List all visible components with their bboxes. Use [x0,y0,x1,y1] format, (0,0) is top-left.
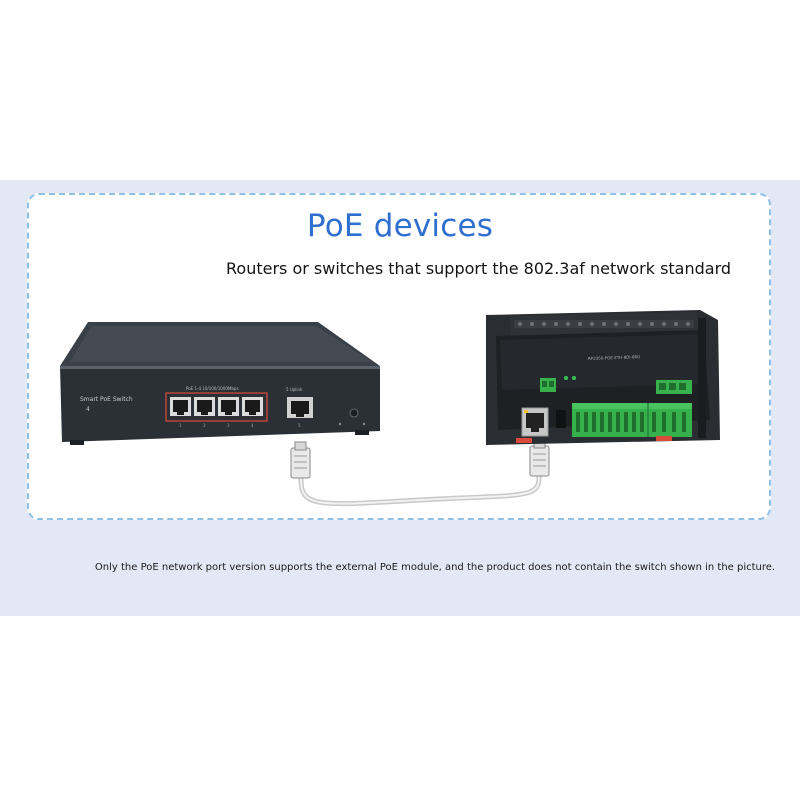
din-clip-left [516,438,532,443]
poe-port-group-outline [165,392,268,422]
page-subtitle: Routers or switches that support the 802… [226,259,732,278]
module-ethernet-port [521,407,549,437]
switch-port-count-label: 4 [86,406,90,413]
ethernet-port-3 [218,397,239,416]
poe-ports [170,397,263,416]
ethernet-cable [290,439,550,507]
ethernet-port-4 [242,397,263,416]
port-number-3: 3 [227,423,230,428]
ethernet-port-2 [194,397,215,416]
ethernet-port-1 [170,397,191,416]
poe-switch: Smart PoE Switch 4 PoE 1-4 10/100/1000Mb… [60,322,380,445]
switch-brand-label: Smart PoE Switch [80,396,133,403]
cable-plug-left [290,441,311,479]
port-number-1: 1 [179,423,182,428]
power-button-icon [349,408,359,418]
poe-io-module: RP2350-POE-ETH-8DI-8RO [486,310,720,445]
top-terminal-row [514,320,694,328]
port-number-5: 5 [298,423,301,428]
din-clip-right [656,436,672,441]
uplink-port [287,397,313,418]
page-title: PoE devices [306,208,494,244]
footer-note: Only the PoE network port version suppor… [94,562,776,573]
switch-poe-ports-label: PoE 1-4 10/100/1000Mbps [186,386,239,391]
usb-port [556,410,566,428]
bottom-terminal-block [572,403,692,437]
cable-plug-right [529,439,550,477]
switch-uplink-label: 5 Uplink [286,387,303,392]
module-model-label: RP2350-POE-ETH-8DI-8RO [588,354,641,361]
port-number-2: 2 [203,423,206,428]
port-number-4: 4 [251,423,254,428]
